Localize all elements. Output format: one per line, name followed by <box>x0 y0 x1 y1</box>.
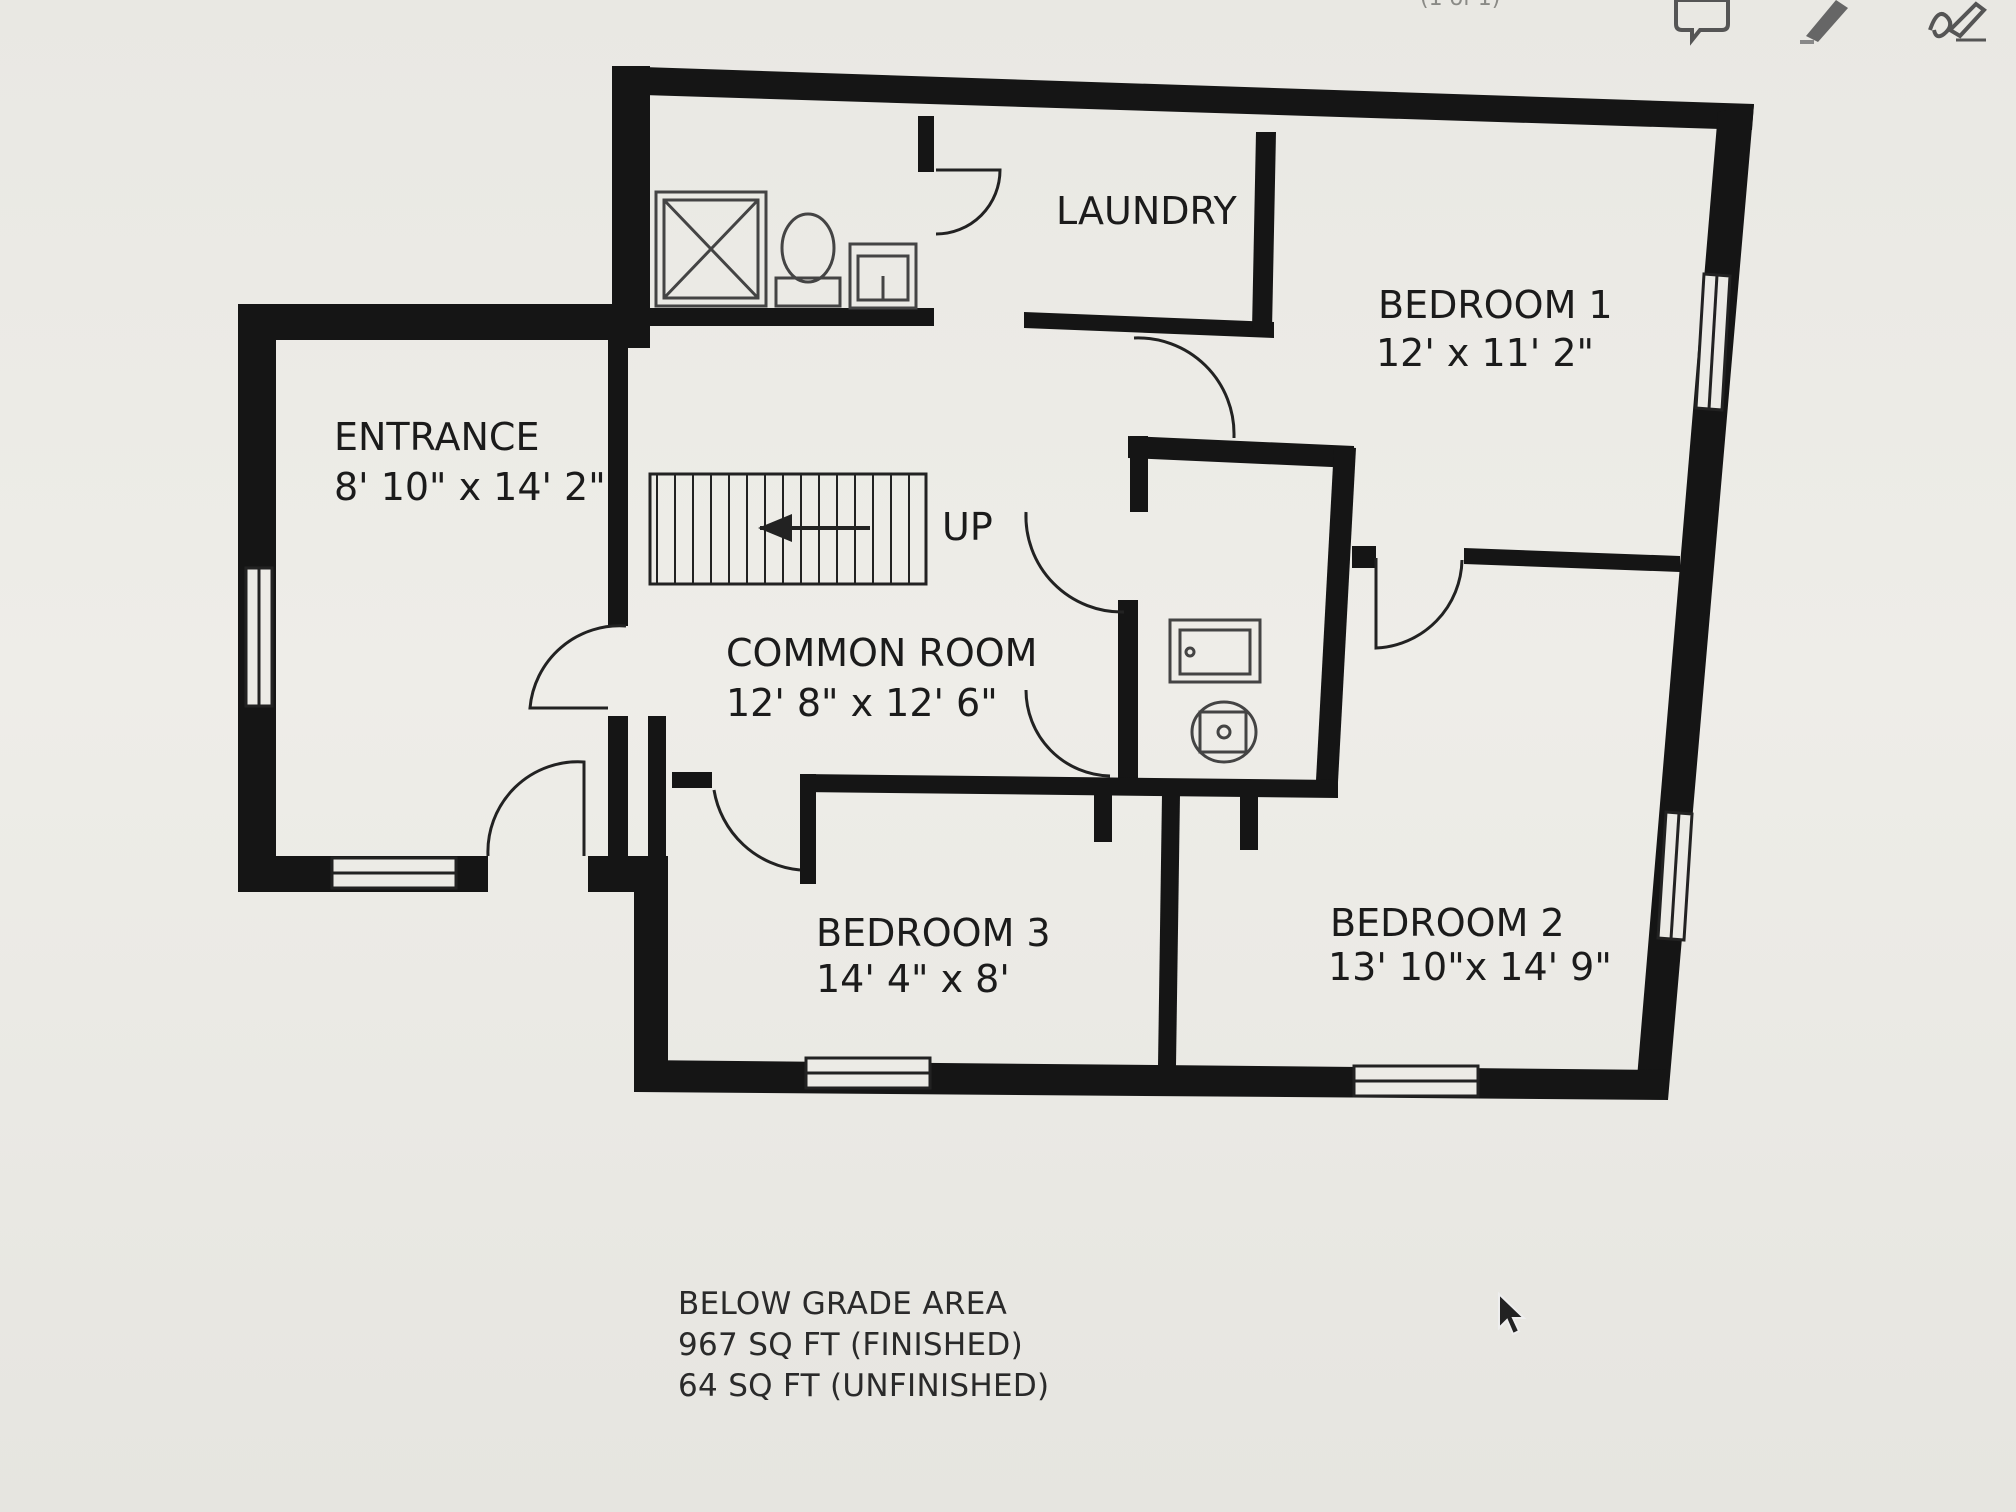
laundry-fixtures <box>654 190 918 310</box>
summary-unfinished: 64 SQ FT (UNFINISHED) <box>678 1368 1050 1404</box>
bedroom1-label: BEDROOM 1 <box>1378 283 1613 327</box>
summary-title: BELOW GRADE AREA <box>678 1286 1008 1322</box>
bedroom1-size: 12' x 11' 2" <box>1376 331 1594 375</box>
entrance-label: ENTRANCE <box>334 415 539 459</box>
stairs <box>648 472 928 586</box>
bathroom-fixtures <box>1168 618 1262 764</box>
common-room-label: COMMON ROOM <box>726 631 1037 675</box>
comment-icon[interactable] <box>1670 0 1734 52</box>
windows <box>244 272 1732 1098</box>
room-labels: LAUNDRY BEDROOM 1 12' x 11' 2" ENTRANCE … <box>334 189 1613 1001</box>
area-summary: BELOW GRADE AREA 967 SQ FT (FINISHED) 64… <box>678 1284 1049 1407</box>
entrance-size: 8' 10" x 14' 2" <box>334 465 606 509</box>
page-counter: (1 of 1) <box>1420 0 1500 11</box>
laundry-label: LAUNDRY <box>1056 189 1238 233</box>
summary-finished: 967 SQ FT (FINISHED) <box>678 1327 1023 1363</box>
stairs-up-label: UP <box>942 505 993 549</box>
highlight-pen-icon[interactable] <box>1792 0 1856 52</box>
bedroom2-label: BEDROOM 2 <box>1330 901 1565 945</box>
doors <box>486 168 1464 872</box>
bedroom3-label: BEDROOM 3 <box>816 911 1051 955</box>
bedroom2-size: 13' 10"x 14' 9" <box>1328 945 1612 989</box>
bedroom3-size: 14' 4" x 8' <box>816 957 1010 1001</box>
viewer-toolbar: (1 of 1) <box>0 0 2016 60</box>
common-room-size: 12' 8" x 12' 6" <box>726 681 998 725</box>
sign-icon[interactable] <box>1924 0 1988 52</box>
mouse-pointer-icon <box>1498 1292 1527 1336</box>
